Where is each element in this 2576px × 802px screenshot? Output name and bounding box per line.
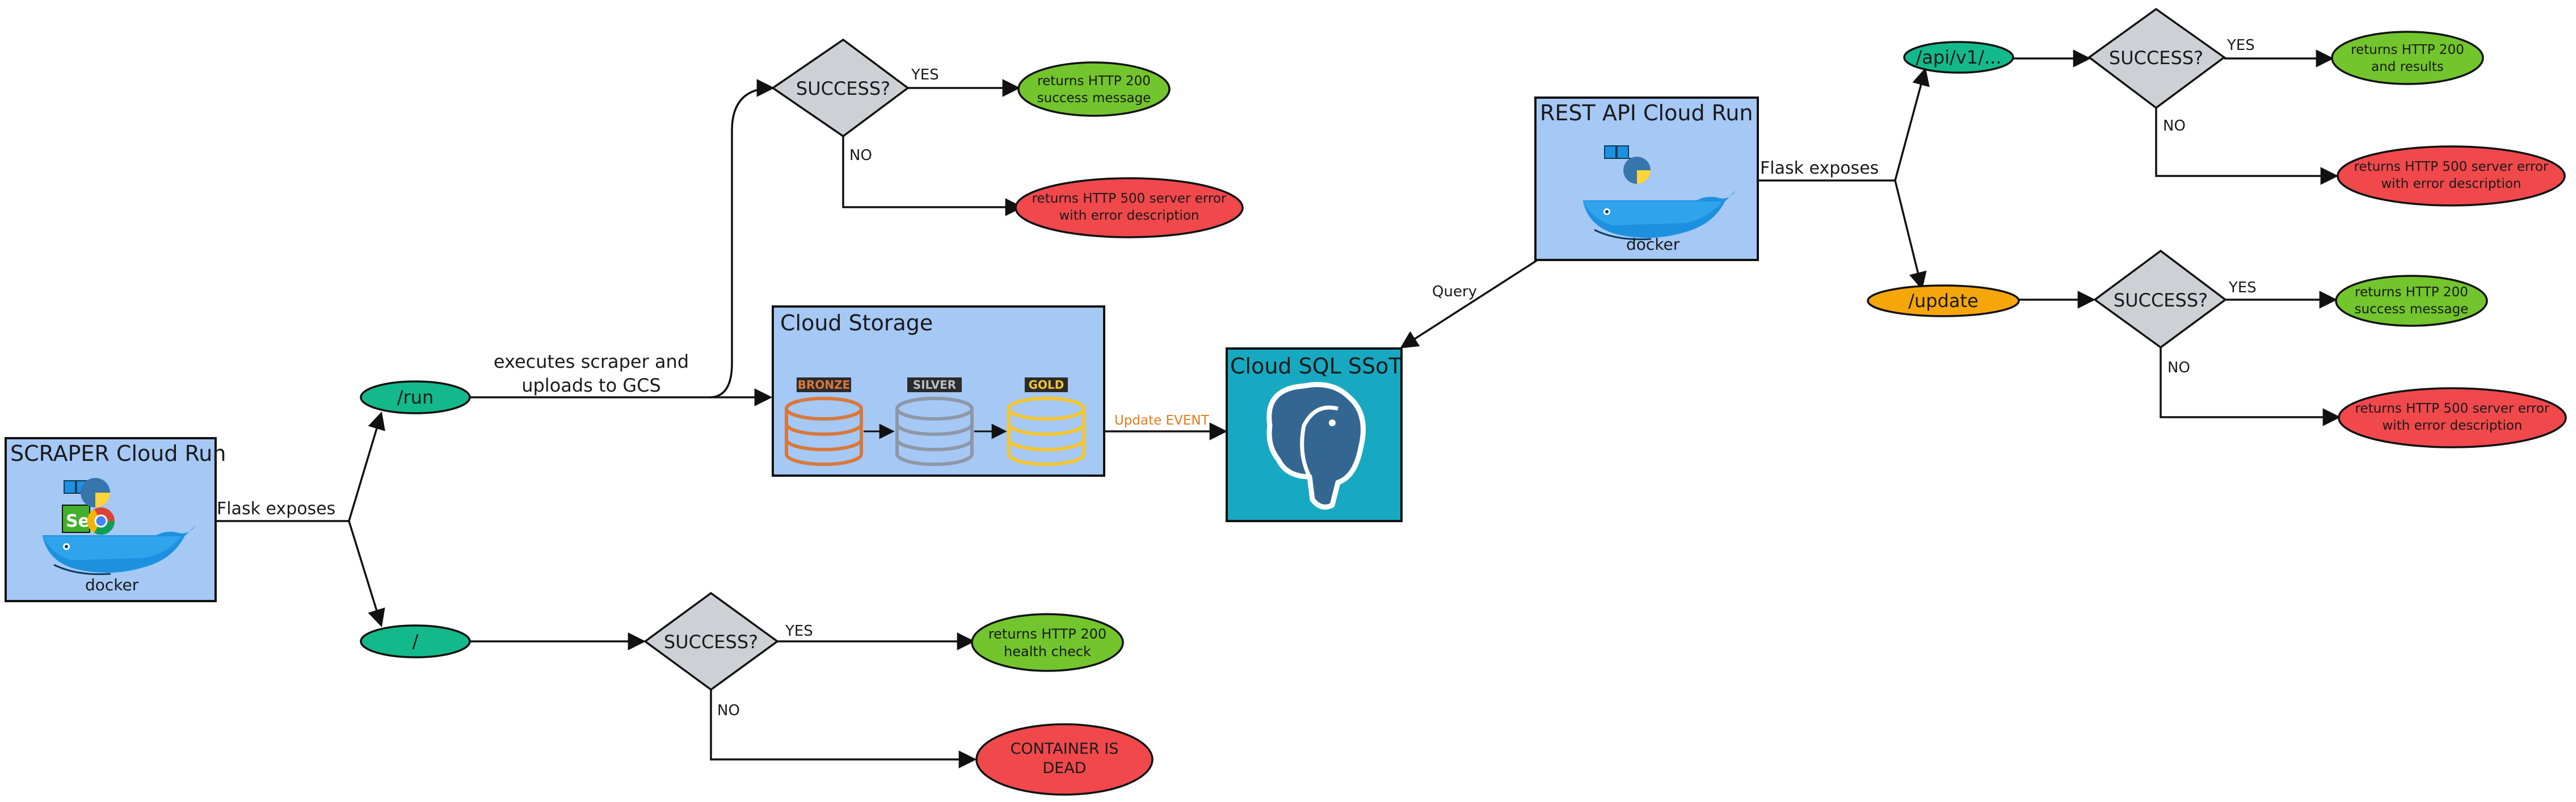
decision-api: SUCCESS? bbox=[2087, 7, 2226, 110]
update-success-line1: returns HTTP 200 bbox=[2355, 285, 2468, 300]
endpoint-api-v1-label: /api/v1/... bbox=[1916, 47, 2002, 68]
silver-tier: SILVER bbox=[895, 377, 974, 466]
chrome-icon bbox=[87, 507, 115, 535]
edge-update-no bbox=[2160, 347, 2341, 426]
update-error-node: returns HTTP 500 server error with error… bbox=[2338, 387, 2567, 448]
update-error-line2: with error description bbox=[2383, 418, 2523, 433]
run-success-line2: success message bbox=[1037, 91, 1151, 106]
decision-update: SUCCESS? bbox=[2093, 249, 2227, 349]
update-success-node: returns HTTP 200 success message bbox=[2335, 275, 2488, 327]
run-error-line2: with error description bbox=[1059, 208, 1199, 223]
decision-root: SUCCESS? bbox=[643, 591, 779, 691]
edge-api-no bbox=[2155, 108, 2339, 185]
rest-python-icon bbox=[1623, 157, 1651, 184]
edge-to-update bbox=[1894, 180, 1927, 291]
scraper-title: SCRAPER Cloud Run bbox=[10, 441, 226, 466]
gold-tier: GOLD bbox=[1007, 377, 1085, 466]
rest-flask-label: Flask exposes bbox=[1760, 158, 1879, 178]
edge-api-to-sql bbox=[1400, 259, 1538, 348]
root-success-line2: health check bbox=[1004, 644, 1091, 660]
update-event-label: Update EVENT bbox=[1114, 413, 1210, 428]
root-error-line2: DEAD bbox=[1042, 759, 1086, 777]
root-no-label: NO bbox=[717, 702, 740, 719]
run-edge-label-2: uploads to GCS bbox=[521, 375, 661, 396]
edge-root-no bbox=[710, 690, 977, 769]
api-error-node: returns HTTP 500 server error with error… bbox=[2337, 145, 2566, 207]
rest-api-title: REST API Cloud Run bbox=[1540, 100, 1753, 125]
edge-to-root bbox=[348, 520, 385, 628]
endpoint-update: /update bbox=[1867, 284, 2020, 317]
api-success-line1: returns HTTP 200 bbox=[2351, 43, 2464, 57]
api-error-line1: returns HTTP 500 server error bbox=[2354, 159, 2549, 174]
update-yes-label: YES bbox=[2228, 279, 2257, 296]
decision-root-label: SUCCESS? bbox=[664, 631, 758, 653]
update-no-label: NO bbox=[2167, 359, 2190, 376]
run-error-node: returns HTTP 500 server error with error… bbox=[1015, 177, 1244, 238]
api-success-line2: and results bbox=[2371, 60, 2444, 74]
root-yes-label: YES bbox=[785, 623, 813, 640]
rest-docker-label: docker bbox=[1626, 235, 1680, 254]
scraper-docker-label: docker bbox=[85, 576, 139, 594]
cloud-storage-title: Cloud Storage bbox=[780, 310, 933, 335]
root-error-node: CONTAINER IS DEAD bbox=[975, 723, 1154, 796]
endpoint-run: /run bbox=[360, 380, 471, 414]
run-error-line1: returns HTTP 500 server error bbox=[1032, 191, 1227, 206]
endpoint-api-v1: /api/v1/... bbox=[1903, 41, 2014, 74]
decision-run-label: SUCCESS? bbox=[796, 78, 890, 99]
endpoint-update-label: /update bbox=[1908, 290, 1979, 312]
cloud-sql-title: Cloud SQL SSoT bbox=[1230, 354, 1402, 379]
run-edge-label-1: executes scraper and bbox=[494, 351, 689, 372]
edge-to-api-v1 bbox=[1894, 67, 1930, 181]
silver-label: SILVER bbox=[913, 378, 956, 392]
api-yes-label: YES bbox=[2226, 37, 2255, 54]
cloud-sql: Cloud SQL SSoT bbox=[1226, 347, 1403, 522]
connectors bbox=[216, 49, 2341, 769]
endpoint-root: / bbox=[360, 624, 471, 658]
run-yes-label: YES bbox=[911, 66, 939, 83]
bronze-tier: BRONZE bbox=[785, 377, 863, 466]
decision-run: SUCCESS? bbox=[771, 38, 910, 138]
selenium-icon: Se bbox=[62, 505, 90, 533]
update-success-line2: success message bbox=[2355, 302, 2469, 317]
bronze-label: BRONZE bbox=[798, 378, 851, 392]
run-no-label: NO bbox=[849, 147, 872, 164]
root-success-line1: returns HTTP 200 bbox=[988, 626, 1106, 642]
api-error-line2: with error description bbox=[2381, 177, 2522, 191]
edge-to-run bbox=[348, 411, 385, 522]
selenium-logo-text: Se bbox=[66, 511, 90, 531]
update-error-line1: returns HTTP 500 server error bbox=[2355, 401, 2550, 416]
root-success-node: returns HTTP 200 health check bbox=[971, 613, 1124, 672]
postgresql-icon bbox=[1266, 382, 1366, 510]
edge-run-no bbox=[842, 136, 1024, 216]
decision-update-label: SUCCESS? bbox=[2114, 289, 2208, 311]
edge-run-to-decision bbox=[709, 79, 775, 398]
cloud-storage: Cloud Storage BRONZE SILVER GOLD bbox=[772, 305, 1105, 477]
scraper-cloud-run: SCRAPER Cloud Run Se docker bbox=[5, 437, 226, 602]
run-success-node: returns HTTP 200 success message bbox=[1017, 61, 1171, 117]
endpoint-run-label: /run bbox=[397, 387, 434, 408]
decision-api-label: SUCCESS? bbox=[2109, 47, 2203, 69]
gold-label: GOLD bbox=[1029, 378, 1064, 392]
root-error-line1: CONTAINER IS bbox=[1011, 740, 1119, 758]
query-label: Query bbox=[1432, 283, 1477, 300]
python-icon bbox=[81, 478, 110, 507]
rest-api-cloud-run: REST API Cloud Run docker bbox=[1534, 96, 1759, 261]
run-success-line1: returns HTTP 200 bbox=[1037, 74, 1151, 89]
endpoint-root-label: / bbox=[413, 631, 419, 652]
scraper-flask-label: Flask exposes bbox=[217, 499, 335, 519]
api-success-node: returns HTTP 200 and results bbox=[2331, 31, 2484, 85]
api-no-label: NO bbox=[2163, 117, 2186, 135]
